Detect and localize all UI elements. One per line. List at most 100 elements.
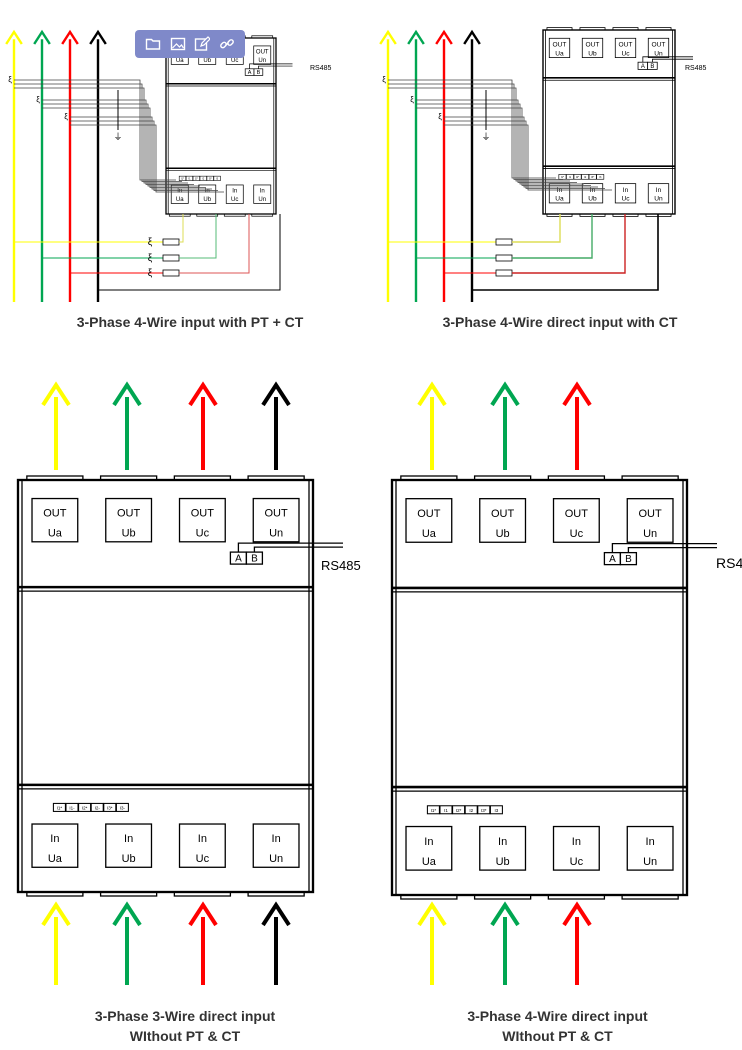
in-terminal-box	[170, 184, 189, 204]
fuse	[162, 238, 180, 246]
rs485-wire	[652, 58, 693, 63]
terminal-tab	[173, 475, 232, 481]
neutral-wire	[472, 214, 659, 291]
in-terminal-phase: Ub	[588, 196, 597, 203]
ct-signal-wire	[70, 120, 218, 191]
out-terminal-label: OUT	[43, 508, 67, 520]
ct-signal-wire	[444, 120, 605, 189]
terminal-tab	[251, 213, 274, 217]
phase-arrow	[112, 381, 142, 470]
ct-terminal-label: I2	[584, 175, 587, 179]
in-terminal-box	[252, 823, 300, 868]
ct-coil-symbol: ξ	[8, 75, 12, 84]
in-terminal-box	[552, 825, 600, 871]
in-terminal-label: In	[646, 836, 655, 848]
voltage-wire	[179, 214, 250, 274]
ct-terminal-box	[78, 802, 92, 812]
ct-signal-wire	[70, 116, 212, 190]
phase-arrow	[261, 901, 291, 985]
ct-terminal-box	[477, 805, 491, 815]
ct-terminal-label: I3*	[481, 808, 487, 813]
edit-icon[interactable]	[192, 34, 212, 54]
voltage-wire	[512, 214, 626, 274]
terminal-tab	[612, 27, 639, 31]
arrow-head	[435, 29, 453, 45]
phase-arrow	[41, 381, 71, 470]
ct-terminal-label: I2	[469, 808, 473, 813]
meter-inner-outline	[545, 29, 673, 215]
caption-text: 3-Phase 4-Wire input with PT + CT	[76, 314, 304, 330]
in-terminal-label: In	[232, 189, 237, 195]
arrow-head	[417, 901, 447, 927]
phase-arrow	[5, 29, 23, 302]
pt-coil-symbol: ξ	[148, 268, 153, 279]
folder-icon[interactable]	[143, 34, 163, 54]
phase-arrow	[490, 901, 520, 985]
ct-signal-wire	[388, 87, 570, 182]
phase-arrow	[89, 29, 107, 302]
phase-arrow	[261, 381, 291, 470]
terminal-tab	[26, 475, 84, 481]
terminal-tab	[168, 213, 191, 217]
arrow-head	[41, 381, 71, 407]
in-terminal-label: In	[260, 189, 265, 195]
out-terminal-phase: Ua	[176, 58, 184, 64]
ct-terminal-box	[178, 175, 187, 181]
terminal-tab	[223, 213, 246, 217]
phase-arrow	[562, 381, 592, 470]
in-terminal-phase: Un	[654, 196, 663, 203]
ct-terminal-box	[596, 174, 605, 180]
ct-terminal-label: I2	[202, 178, 205, 181]
out-terminal-box	[548, 37, 571, 58]
ct-terminal-box	[115, 802, 129, 812]
in-terminal-label: In	[50, 833, 59, 845]
ct-terminal-label: I2*	[576, 175, 579, 179]
link-icon[interactable]	[217, 34, 237, 54]
in-terminal-phase: Un	[643, 856, 657, 868]
ct-terminal-label: I3	[599, 175, 602, 179]
neutral-wire	[150, 214, 281, 291]
ct-terminal-box	[566, 174, 574, 180]
ct-terminal-box	[65, 802, 79, 812]
pt-coil-symbol: ξ	[148, 237, 153, 248]
rs485-label: RS485	[310, 65, 332, 72]
ct-terminal-label: I3	[216, 178, 219, 181]
rs485-b-label: B	[257, 70, 261, 76]
rs485-b-label: B	[625, 554, 632, 565]
fuse	[162, 254, 180, 262]
in-terminal-label: In	[623, 187, 629, 194]
arrow-head	[261, 901, 291, 927]
out-terminal-phase: Uc	[570, 528, 584, 540]
out-terminal-box	[31, 497, 79, 543]
ct-terminal-box	[464, 805, 478, 815]
arrow-head	[490, 901, 520, 927]
out-terminal-label: OUT	[619, 41, 633, 48]
rs485-a-label: A	[641, 64, 645, 70]
voltage-wire	[512, 214, 561, 243]
out-terminal-phase: Ub	[588, 50, 597, 57]
ct-terminal-label: I2*	[195, 178, 198, 181]
ct-terminal-box	[103, 802, 117, 812]
image-icon[interactable]	[168, 34, 188, 54]
rs485-label: RS485	[716, 555, 742, 571]
out-terminal-phase: Uc	[621, 50, 630, 57]
arrow-head	[188, 381, 218, 407]
caption-line-2: WIthout PT & CT	[129, 1028, 241, 1044]
ct-signal-wire	[416, 99, 577, 183]
caption-direct-ct: 3-Phase 4-Wire direct input with CT	[400, 312, 720, 332]
out-terminal-phase: Un	[643, 528, 657, 540]
terminal-tab	[400, 894, 458, 900]
